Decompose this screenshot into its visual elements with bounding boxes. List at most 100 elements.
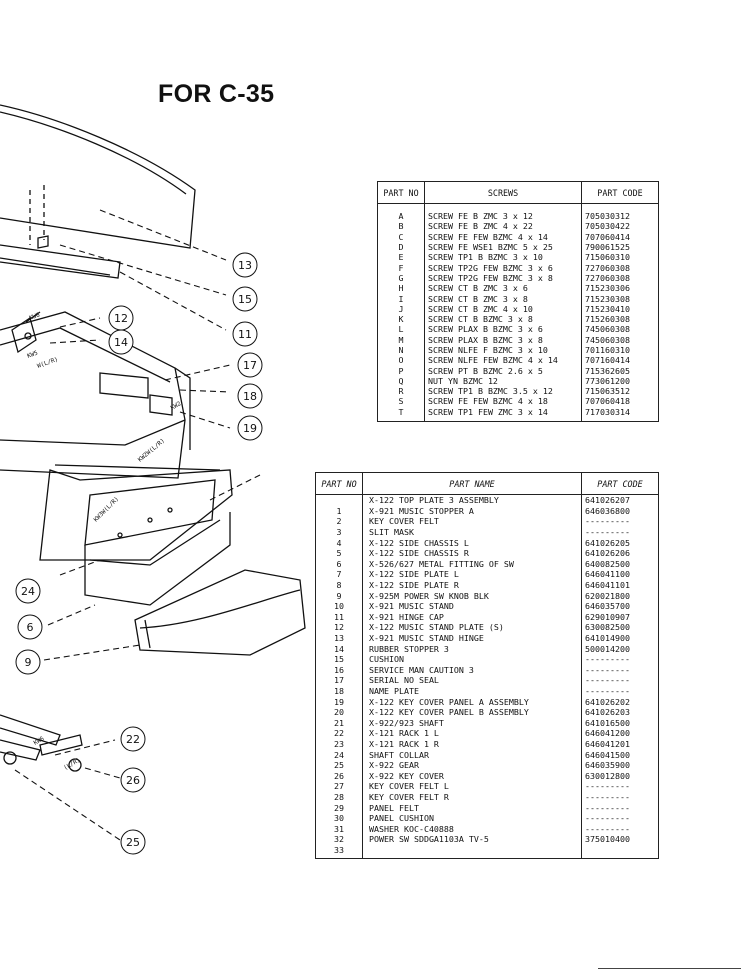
screws-cell-name: SCREW FE WSE1 BZMC 5 x 25	[424, 241, 582, 253]
parts-table: PART NO PART NAME PART CODE X-122 TOP PL…	[315, 472, 659, 860]
parts-cell-no: 6	[315, 558, 363, 570]
screws-cell-code: 707060418	[581, 396, 659, 407]
parts-cell-name: SERIAL NO SEAL	[362, 675, 582, 686]
screws-cell-name: SCREW TP1 FEW ZMC 3 x 14	[424, 406, 582, 422]
parts-cell-no: 33	[315, 844, 363, 860]
parts-cell-code: 646041200	[581, 728, 659, 739]
label-kw3w: KW3W(L/R)	[92, 495, 120, 523]
parts-cell-code: ---------	[581, 664, 659, 676]
screws-cell-name: SCREW TP1 B BZMC 3.5 x 12	[424, 386, 582, 397]
callout-26: 26	[120, 767, 146, 793]
callout-22-label: 22	[126, 733, 140, 746]
screws-cell-no: D	[377, 241, 425, 253]
screws-cell-name: SCREW CT B ZMC 4 x 10	[424, 303, 582, 314]
parts-header-name: PART NAME	[362, 472, 582, 495]
parts-cell-name: SHAFT COLLAR	[362, 749, 582, 760]
callout-9-label: 9	[25, 656, 32, 669]
callout-25: 25	[120, 829, 146, 855]
parts-header-no: PART NO	[315, 472, 363, 495]
parts-cell-name: X-921 MUSIC STOPPER A	[362, 505, 582, 517]
screws-cell-code: 715063512	[581, 386, 659, 397]
parts-cell-name: POWER SW SDDGA1103A TV-5	[362, 834, 582, 845]
callout-18-label: 18	[243, 390, 257, 403]
callout-19-label: 19	[243, 422, 257, 435]
parts-cell-code: ---------	[581, 791, 659, 803]
parts-cell-code: ---------	[581, 675, 659, 686]
callout-18: 18	[237, 383, 263, 409]
screws-cell-name: SCREW CT B BZMC 3 x 8	[424, 313, 582, 325]
screws-header-name: SCREWS	[424, 181, 582, 204]
parts-cell-name: X-925M POWER SW KNOB BLK	[362, 590, 582, 601]
parts-cell-code: 646035700	[581, 600, 659, 612]
key-cover-shape	[134, 569, 306, 656]
screws-cell-no: L	[377, 324, 425, 335]
parts-cell-no: 14	[315, 643, 363, 654]
screws-cell-name: SCREW FE FEW BZMC 4 x 14	[424, 231, 582, 242]
parts-cell-no: 4	[315, 537, 363, 548]
parts-cell-code: ---------	[581, 823, 659, 834]
screws-cell-name: SCREW PT B BZMC 2.6 x 5	[424, 365, 582, 376]
screws-cell-name: SCREW NLFE F BZMC 3 x 10	[424, 344, 582, 356]
screws-cell-no: O	[377, 355, 425, 366]
parts-cell-no: 31	[315, 823, 363, 834]
parts-cell-name: X-122 KEY COVER PANEL B ASSEMBLY	[362, 706, 582, 718]
screws-cell-code: 701160310	[581, 344, 659, 356]
screws-header-code: PART CODE	[581, 181, 659, 204]
screws-cell-name: SCREW PLAX B BZMC 3 x 6	[424, 324, 582, 335]
screws-cell-code: 715362605	[581, 365, 659, 376]
callout-26-label: 26	[126, 774, 140, 787]
screws-header-row: PART NO SCREWS PART CODE	[377, 181, 659, 204]
parts-cell-no: 27	[315, 781, 363, 792]
parts-cell-code: 646036800	[581, 505, 659, 517]
screws-cell-no: N	[377, 344, 425, 356]
parts-cell-code: 641026202	[581, 696, 659, 707]
parts-cell-code: 620021800	[581, 590, 659, 601]
parts-cell-name: X-921 MUSIC STAND	[362, 600, 582, 612]
parts-cell-name: X-122 KEY COVER PANEL A ASSEMBLY	[362, 696, 582, 707]
parts-cell-no: 28	[315, 791, 363, 803]
screws-cell-code: 715260308	[581, 313, 659, 325]
callout-15: 15	[232, 286, 258, 312]
label-kw2: KW2	[170, 400, 183, 412]
screws-cell-no: P	[377, 365, 425, 376]
screws-cell-code: 705030312	[581, 203, 659, 222]
parts-cell-no: 15	[315, 653, 363, 665]
parts-cell-name: X-922/923 SHAFT	[362, 717, 582, 729]
parts-cell-code: 646041100	[581, 569, 659, 580]
callout-12-label: 12	[114, 312, 128, 325]
parts-cell-code: ---------	[581, 526, 659, 538]
parts-cell-code: ---------	[581, 781, 659, 792]
parts-cell-name: SERVICE MAN CAUTION 3	[362, 664, 582, 676]
callout-11-label: 11	[238, 328, 252, 341]
parts-cell-no: 21	[315, 717, 363, 729]
parts-cell-name: X-922 GEAR	[362, 759, 582, 771]
parts-cell-code: ---------	[581, 653, 659, 665]
screws-cell-no: T	[377, 406, 425, 422]
callout-11: 11	[232, 321, 258, 347]
callout-13-label: 13	[238, 259, 252, 272]
parts-cell-name: X-526/627 METAL FITTING OF SW	[362, 558, 582, 570]
